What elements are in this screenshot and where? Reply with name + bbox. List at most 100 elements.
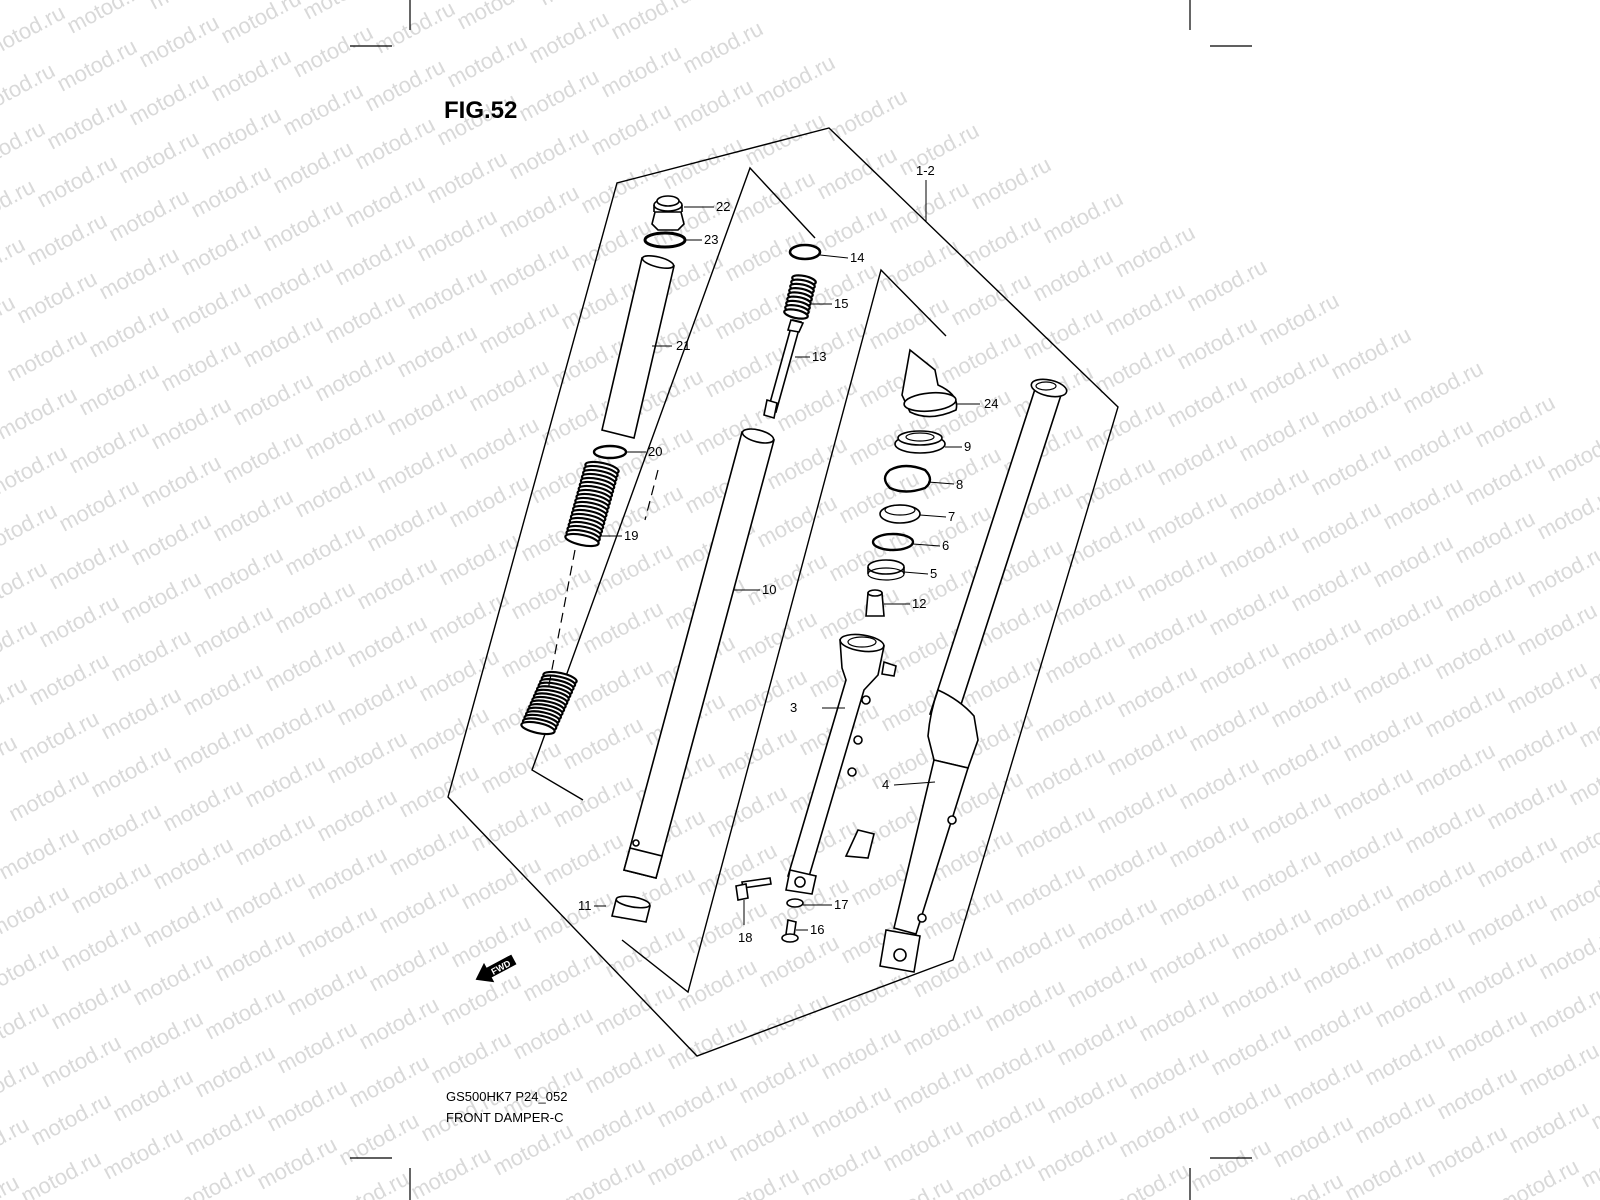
watermark-text: motod.ru bbox=[763, 432, 851, 495]
watermark-text: motod.ru bbox=[361, 54, 449, 117]
watermark-text: motod.ru bbox=[1103, 718, 1191, 781]
watermark-text: motod.ru bbox=[539, 828, 627, 891]
watermark-text: motod.ru bbox=[1369, 530, 1457, 593]
watermark-text: motod.ru bbox=[209, 484, 297, 547]
watermark-text: motod.ru bbox=[1061, 510, 1149, 573]
drain-screw bbox=[781, 919, 799, 943]
watermark-text: motod.ru bbox=[865, 292, 953, 355]
watermark-text: motod.ru bbox=[1525, 980, 1600, 1043]
watermark-text: motod.ru bbox=[0, 672, 31, 735]
watermark-text: motod.ru bbox=[0, 0, 69, 62]
watermark-text: motod.ru bbox=[1031, 684, 1119, 747]
watermark-text: motod.ru bbox=[745, 988, 833, 1051]
callout-22: 22 bbox=[716, 199, 730, 214]
watermark-text: motod.ru bbox=[1155, 868, 1243, 931]
watermark-text: motod.ru bbox=[37, 1030, 125, 1093]
watermark-text: motod.ru bbox=[1575, 690, 1600, 753]
watermark-text: motod.ru bbox=[325, 1166, 413, 1200]
watermark-text: motod.ru bbox=[1227, 902, 1315, 965]
watermark-text: motod.ru bbox=[1133, 544, 1221, 607]
dust-seal bbox=[894, 430, 946, 454]
watermark-text: motod.ru bbox=[1019, 302, 1107, 365]
watermark-text: motod.ru bbox=[181, 1098, 269, 1161]
watermark-text: motod.ru bbox=[1441, 564, 1529, 627]
watermark-text: motod.ru bbox=[1217, 960, 1305, 1023]
watermark-text: motod.ru bbox=[395, 760, 483, 823]
watermark-text: motod.ru bbox=[129, 948, 217, 1011]
spring-coil bbox=[520, 720, 556, 736]
watermark-text: motod.ru bbox=[1533, 482, 1600, 545]
watermark-text: motod.ru bbox=[137, 450, 225, 513]
watermark-text: motod.ru bbox=[1577, 1130, 1600, 1193]
watermark-text: motod.ru bbox=[879, 1114, 967, 1177]
watermark-text: motod.ru bbox=[1471, 390, 1559, 453]
watermark-text: motod.ru bbox=[259, 194, 347, 257]
watermark-text: motod.ru bbox=[1555, 806, 1600, 869]
watermark-text: motod.ru bbox=[1595, 574, 1600, 637]
watermark-text: motod.ru bbox=[525, 6, 613, 69]
watermark-text: motod.ru bbox=[53, 34, 141, 97]
watermark-text: motod.ru bbox=[1461, 448, 1549, 511]
watermark-text: motod.ru bbox=[1091, 336, 1179, 399]
watermark-text: motod.ru bbox=[659, 132, 747, 195]
watermark-text: motod.ru bbox=[1225, 462, 1313, 525]
inner-tube bbox=[623, 428, 775, 879]
watermark-text: motod.ru bbox=[571, 1094, 659, 1157]
watermark-text: motod.ru bbox=[731, 166, 819, 229]
watermark-text: motod.ru bbox=[1257, 728, 1345, 791]
watermark-text: motod.ru bbox=[663, 1012, 751, 1075]
watermark-text: motod.ru bbox=[1523, 540, 1600, 603]
callout-13: 13 bbox=[812, 349, 826, 364]
watermark-text: motod.ru bbox=[1421, 680, 1509, 743]
watermark-text: motod.ru bbox=[445, 470, 533, 533]
watermark-text: motod.ru bbox=[127, 508, 215, 571]
watermark-text: motod.ru bbox=[607, 0, 695, 44]
watermark-text: motod.ru bbox=[1111, 220, 1199, 283]
watermark-text: motod.ru bbox=[47, 972, 135, 1035]
watermark-text: motod.ru bbox=[371, 0, 459, 58]
watermark-text: motod.ru bbox=[1339, 704, 1427, 767]
watermark-text: motod.ru bbox=[65, 416, 153, 479]
section-title: FRONT DAMPER-C bbox=[446, 1110, 563, 1125]
oil-seal bbox=[879, 504, 921, 524]
watermark-text: motod.ru bbox=[99, 1122, 187, 1185]
watermark-text: motod.ru bbox=[0, 1112, 33, 1175]
watermark-text: motod.ru bbox=[135, 10, 223, 73]
watermark-text: motod.ru bbox=[467, 794, 555, 857]
watermark-text: motod.ru bbox=[1503, 656, 1591, 719]
watermark-text: motod.ru bbox=[249, 252, 337, 315]
watermark-text: motod.ru bbox=[219, 426, 307, 489]
watermark-text: motod.ru bbox=[0, 1054, 43, 1117]
watermark-text: motod.ru bbox=[1399, 356, 1487, 419]
watermark-text: motod.ru bbox=[189, 600, 277, 663]
callout-23: 23 bbox=[704, 232, 718, 247]
callout-19: 19 bbox=[624, 528, 638, 543]
watermark-text: motod.ru bbox=[1101, 278, 1189, 341]
watermark-text: motod.ru bbox=[509, 1002, 597, 1065]
watermark-text: motod.ru bbox=[217, 0, 305, 48]
watermark-text: motod.ru bbox=[119, 1006, 207, 1069]
watermark-text: motod.ru bbox=[703, 780, 791, 843]
watermark-text: motod.ru bbox=[1391, 854, 1479, 917]
watermark-text: motod.ru bbox=[1043, 1066, 1131, 1129]
watermark-text: motod.ru bbox=[1123, 602, 1211, 665]
watermark-text: motod.ru bbox=[239, 310, 327, 373]
watermark-text: motod.ru bbox=[1279, 1052, 1367, 1115]
spring-washer bbox=[592, 444, 628, 460]
watermark-text: motod.ru bbox=[1267, 670, 1355, 733]
watermark-text: motod.ru bbox=[447, 910, 535, 973]
watermark-text: motod.ru bbox=[1381, 912, 1469, 975]
watermark-text: motod.ru bbox=[293, 900, 381, 963]
watermark-text: motod.ru bbox=[1195, 636, 1283, 699]
watermark-text: motod.ru bbox=[1247, 786, 1335, 849]
watermark-text: motod.ru bbox=[1197, 1076, 1285, 1139]
callout-11: 11 bbox=[578, 898, 592, 913]
watermark-text: motod.ru bbox=[1175, 752, 1263, 815]
watermark-text: motod.ru bbox=[383, 378, 471, 441]
crop-marks bbox=[350, 0, 1252, 1200]
watermark-text: motod.ru bbox=[415, 644, 503, 707]
watermark-text: motod.ru bbox=[365, 934, 453, 997]
watermark-text: motod.ru bbox=[63, 0, 151, 38]
watermark-text: motod.ru bbox=[1033, 1124, 1121, 1187]
watermark-text: motod.ru bbox=[497, 620, 585, 683]
